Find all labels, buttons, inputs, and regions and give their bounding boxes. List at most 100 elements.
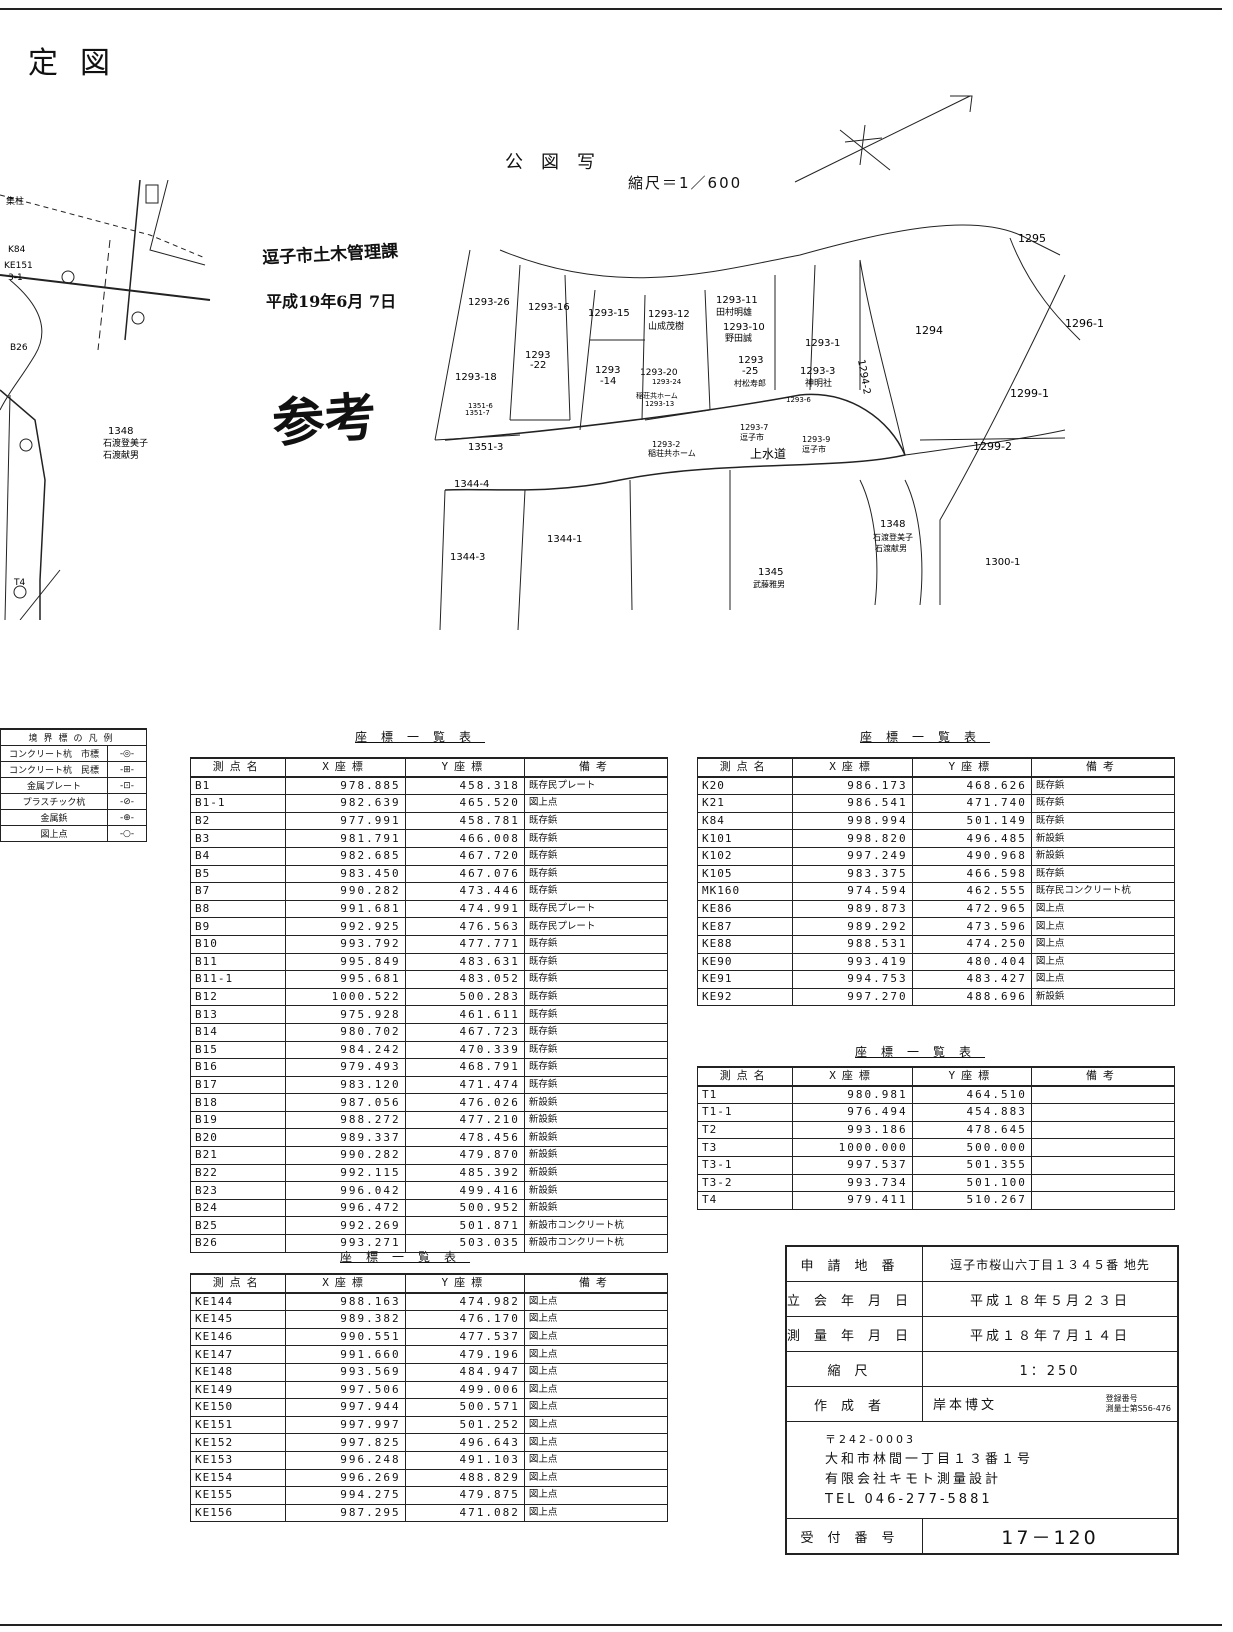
point-name: B2 <box>189 811 287 831</box>
x-coordinate: 987.056 <box>285 1093 406 1112</box>
parcel-label: 1293-7 <box>740 423 768 432</box>
column-header-note: 備考 <box>1030 757 1176 778</box>
parcel-label: 田村明雄 <box>716 306 752 318</box>
column-header-x: X座標 <box>285 757 406 778</box>
remarks: 既存民プレート <box>523 917 669 936</box>
y-coordinate: 480.404 <box>911 952 1032 972</box>
north-arrow-icon <box>794 95 971 183</box>
map-label: 1348 <box>108 426 133 437</box>
info-value: 1：250 <box>1019 1363 1081 1379</box>
column-header-y: Y座標 <box>404 1273 525 1294</box>
x-coordinate: 997.825 <box>285 1433 406 1452</box>
column-header-note: 備考 <box>1030 1066 1176 1087</box>
parcel-label: 神明社 <box>805 377 832 389</box>
parcel-label: 1293-6 <box>786 396 811 404</box>
y-coordinate: 471.082 <box>404 1503 525 1523</box>
legend-symbol-icon: -⊘- <box>107 793 147 810</box>
x-coordinate: 982.639 <box>285 794 406 813</box>
y-coordinate: 479.875 <box>404 1486 525 1505</box>
parcel-label: 武藤雅男 <box>753 579 785 589</box>
y-coordinate: 464.510 <box>911 1085 1032 1105</box>
y-coordinate: 501.871 <box>404 1216 525 1236</box>
parcel-label: 逗子市 <box>802 444 826 454</box>
x-coordinate: 993.186 <box>792 1120 913 1140</box>
y-coordinate: 476.563 <box>404 917 525 936</box>
parcel-label: 1351-6 <box>468 402 493 410</box>
x-coordinate: 996.472 <box>285 1198 406 1218</box>
legend-label: 金属プレート <box>0 777 108 794</box>
remarks <box>1030 1138 1176 1157</box>
point-name: KE92 <box>696 987 794 1007</box>
parcel-label: 1293-15 <box>588 308 630 319</box>
cadastral-title: 公図写 <box>505 152 613 173</box>
point-name: KE145 <box>189 1310 287 1329</box>
table-caption: 座標一覧表 <box>855 1045 986 1059</box>
remarks <box>1030 1191 1176 1210</box>
remarks: 既存鋲 <box>523 1022 669 1042</box>
parcel-label: 稲荘共ホーム <box>648 448 696 458</box>
parcel-label: 1295 <box>1018 232 1046 245</box>
reg-label: 登録番号 <box>1105 1394 1138 1403</box>
parcel-label: 1293-24 <box>652 378 682 386</box>
remarks: 新設市コンクリート杭 <box>523 1234 669 1253</box>
parcel-label: 1293-10 <box>723 322 765 333</box>
x-coordinate: 993.734 <box>792 1173 913 1193</box>
info-value: 平成１８年７月１４日 <box>969 1328 1130 1344</box>
remarks: 既存鋲 <box>1030 864 1176 884</box>
y-coordinate: 490.968 <box>911 846 1032 866</box>
info-label: 作成者 <box>787 1387 923 1421</box>
remarks: 既存鋲 <box>523 846 669 866</box>
y-coordinate: 470.339 <box>404 1040 525 1060</box>
x-coordinate: 995.849 <box>285 952 406 972</box>
parcel-label: 1299-2 <box>973 440 1012 453</box>
map-label: 石渡献男 <box>103 449 139 461</box>
point-name: B5 <box>189 864 287 884</box>
parcel-label: 1296-1 <box>1065 317 1104 330</box>
remarks: 新設鋲 <box>523 1146 669 1165</box>
company-address: 〒242-0003 大和市林間一丁目１３番１号 有限会社キモト測量設計 TEL … <box>787 1422 1177 1519</box>
x-coordinate: 993.271 <box>285 1234 406 1253</box>
info-row: 立会年月日平成１８年５月２３日 <box>787 1282 1177 1317</box>
remarks: 図上点 <box>1030 917 1176 936</box>
y-coordinate: 477.537 <box>404 1327 525 1347</box>
point-name: B11 <box>189 952 287 972</box>
y-coordinate: 500.283 <box>404 987 525 1007</box>
map-label: K84 <box>8 245 26 255</box>
parcel-label: 山成茂樹 <box>648 320 684 332</box>
x-coordinate: 976.494 <box>792 1103 913 1122</box>
y-coordinate: 483.052 <box>404 970 525 989</box>
y-coordinate: 500.000 <box>911 1138 1032 1157</box>
table-caption: 座標一覧表 <box>860 730 991 744</box>
x-coordinate: 997.997 <box>285 1415 406 1435</box>
company-name: 有限会社キモト測量設計 <box>825 1472 1002 1487</box>
y-coordinate: 479.196 <box>404 1345 525 1364</box>
legend-symbol-icon: -⊕- <box>107 809 147 826</box>
remarks: 新設鋲 <box>523 1198 669 1218</box>
y-coordinate: 501.355 <box>911 1155 1032 1175</box>
x-coordinate: 975.928 <box>285 1005 406 1024</box>
x-coordinate: 983.375 <box>792 864 913 884</box>
info-label: 縮尺 <box>787 1352 923 1386</box>
x-coordinate: 988.531 <box>792 934 913 954</box>
x-coordinate: 996.248 <box>285 1450 406 1470</box>
legend-row: コンクリート杭 民標-⊞- <box>0 761 147 778</box>
parcel-label: 1344-4 <box>454 479 489 490</box>
x-coordinate: 989.292 <box>792 917 913 936</box>
info-label: 測量年月日 <box>787 1317 923 1351</box>
